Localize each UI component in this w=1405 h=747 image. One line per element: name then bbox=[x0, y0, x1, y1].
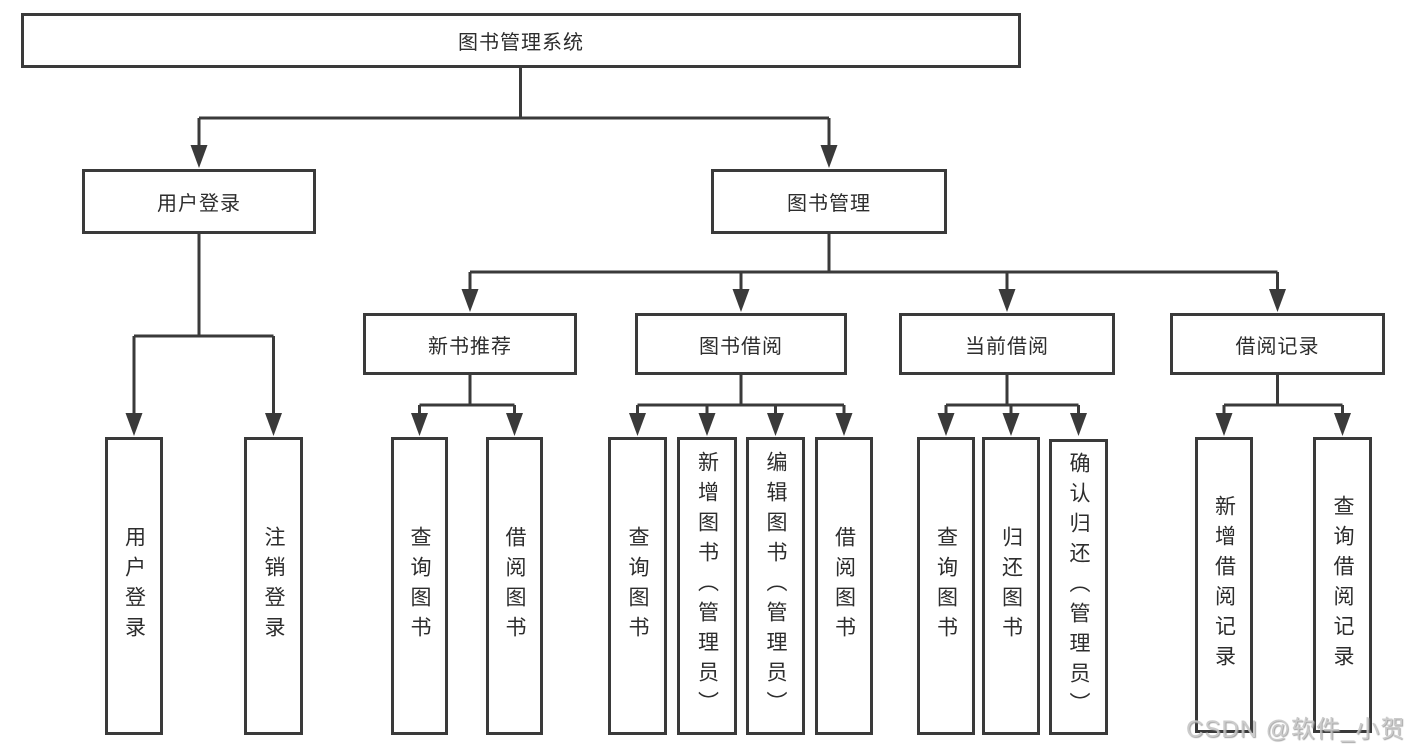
leaf-borrow-books-2: 借阅图书 bbox=[815, 437, 873, 735]
node-book-management: 图书管理 bbox=[711, 169, 947, 234]
connector-book-borrow-children bbox=[629, 375, 853, 436]
node-label: 图书管理 bbox=[787, 193, 871, 215]
node-label: 注销登录 bbox=[262, 526, 285, 646]
arrowhead bbox=[998, 289, 1016, 312]
arrowhead bbox=[629, 413, 646, 436]
leaf-user-login: 用户登录 bbox=[105, 437, 163, 735]
node-label: 新书推荐 bbox=[428, 335, 512, 358]
arrowhead bbox=[1334, 413, 1351, 436]
arrowhead bbox=[190, 145, 208, 168]
leaf-query-borrow-record: 查询借阅记录 bbox=[1313, 437, 1372, 733]
node-label: 查询图书 bbox=[626, 526, 649, 646]
leaf-borrow-books-1: 借阅图书 bbox=[486, 437, 543, 735]
arrowhead bbox=[1215, 413, 1233, 436]
arrowhead bbox=[1002, 413, 1020, 436]
arrowhead bbox=[732, 289, 750, 312]
arrowhead bbox=[125, 413, 143, 436]
csdn-watermark: CSDN @软件_小贺同学 bbox=[1186, 716, 1405, 743]
leaf-add-books-admin: 新增图书（管理员） bbox=[677, 437, 737, 735]
node-label: 新增借阅记录 bbox=[1212, 495, 1236, 675]
leaf-return-books: 归还图书 bbox=[982, 437, 1040, 735]
node-label: 查询图书 bbox=[408, 526, 431, 646]
connector-root-to-level2 bbox=[190, 68, 838, 168]
leaf-add-borrow-record: 新增借阅记录 bbox=[1195, 437, 1253, 733]
node-book-borrowing: 图书借阅 bbox=[635, 313, 847, 375]
node-label: 当前借阅 bbox=[965, 335, 1049, 358]
leaf-query-books-3: 查询图书 bbox=[917, 437, 975, 735]
connector-borrow-records-children bbox=[1215, 375, 1351, 436]
arrowhead bbox=[506, 413, 523, 436]
node-label: 用户登录 bbox=[157, 193, 241, 215]
arrowhead bbox=[937, 413, 955, 436]
connector-book-management-children bbox=[461, 234, 1286, 312]
leaf-logout: 注销登录 bbox=[244, 437, 303, 735]
arrowhead bbox=[265, 413, 282, 436]
node-label: 图书借阅 bbox=[699, 335, 783, 358]
node-label: 编辑图书（管理员） bbox=[764, 451, 787, 721]
node-label: 借阅图书 bbox=[832, 526, 856, 646]
arrowhead bbox=[820, 145, 838, 168]
node-user-login: 用户登录 bbox=[82, 169, 316, 234]
connector-user-login-children bbox=[125, 234, 282, 436]
connector-current-borrow-children bbox=[937, 375, 1087, 436]
node-new-book-recommendation: 新书推荐 bbox=[363, 313, 577, 375]
node-label: 查询图书 bbox=[934, 526, 958, 646]
leaf-confirm-return-admin: 确认归还（管理员） bbox=[1049, 439, 1108, 735]
arrowhead bbox=[461, 289, 479, 312]
node-label: 借阅图书 bbox=[503, 526, 526, 646]
arrowhead bbox=[1269, 289, 1286, 312]
arrowhead bbox=[411, 413, 428, 436]
leaf-query-books-2: 查询图书 bbox=[608, 437, 667, 735]
arrowhead bbox=[835, 413, 853, 436]
node-label: 用户登录 bbox=[122, 526, 146, 646]
node-label: 查询借阅记录 bbox=[1331, 495, 1354, 675]
arrowhead bbox=[767, 413, 784, 436]
arrowhead bbox=[1070, 413, 1087, 436]
node-label: 新增图书（管理员） bbox=[695, 451, 719, 721]
node-label: 归还图书 bbox=[999, 526, 1023, 646]
node-borrowing-records: 借阅记录 bbox=[1170, 313, 1385, 375]
connector-new-book-children bbox=[411, 375, 523, 436]
leaf-query-books-1: 查询图书 bbox=[391, 437, 448, 735]
node-current-borrowing: 当前借阅 bbox=[899, 313, 1115, 375]
leaf-edit-books-admin: 编辑图书（管理员） bbox=[746, 437, 805, 735]
arrowhead bbox=[698, 413, 716, 436]
node-label: 确认归还（管理员） bbox=[1067, 452, 1090, 722]
node-book-management-system: 图书管理系统 bbox=[21, 13, 1021, 68]
node-label: 借阅记录 bbox=[1235, 335, 1320, 358]
node-label: 图书管理系统 bbox=[458, 32, 584, 54]
